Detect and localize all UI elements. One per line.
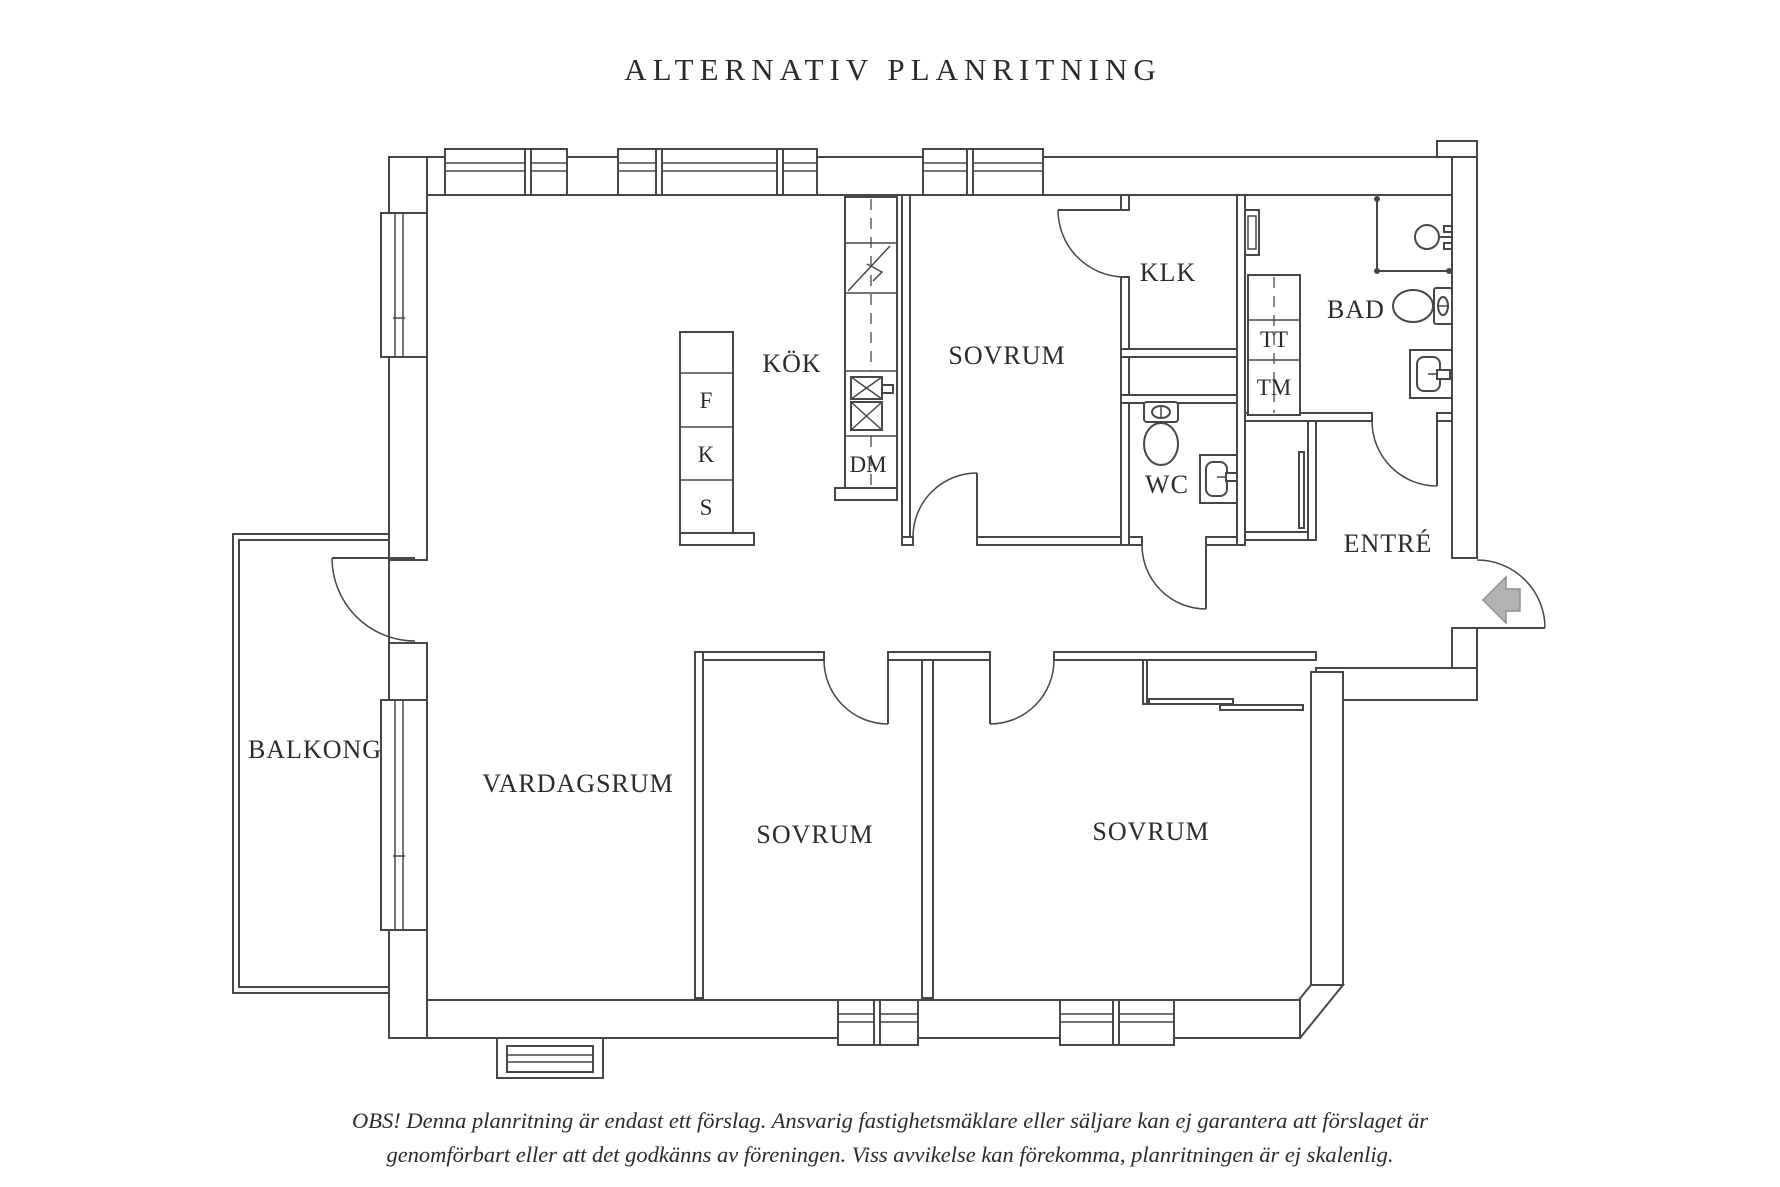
stove-icon — [847, 245, 891, 292]
window-top-3 — [922, 148, 1044, 196]
room-label-entre: ENTRÉ — [1344, 529, 1433, 558]
bedroom-right-closet — [1142, 659, 1304, 711]
bedroom-left-door — [823, 659, 889, 725]
disclaimer-line-1: OBS! Denna planritning är endast ett för… — [352, 1108, 1428, 1133]
window-top-1 — [444, 148, 568, 196]
appliance-label-f: F — [700, 388, 713, 413]
wc-door — [1141, 544, 1207, 610]
bedroom-top-door — [912, 472, 978, 538]
wc-sink-icon — [1199, 454, 1238, 504]
room-label-wc: WC — [1145, 470, 1189, 499]
room-label-sovrum-left: SOVRUM — [756, 820, 873, 849]
bad-toilet-icon — [1392, 287, 1453, 325]
appliance-label-k: K — [698, 442, 715, 467]
appliance-label-dm: DM — [849, 452, 886, 477]
entry-door — [1476, 559, 1546, 629]
appliance-label-tt: TT — [1260, 327, 1288, 352]
bad-door — [1371, 420, 1438, 487]
ventilation-shaft — [1244, 209, 1260, 256]
window-top-2 — [617, 148, 818, 196]
window-bottom-2 — [837, 999, 919, 1046]
laundry-column — [1247, 274, 1301, 416]
window-bottom-bay — [496, 1037, 604, 1079]
balcony-door — [331, 557, 416, 642]
page-title: ALTERNATIV PLANRITNING — [624, 52, 1162, 87]
window-left-upper — [380, 212, 428, 358]
window-bottom-3 — [1059, 999, 1175, 1046]
shower-icon — [1374, 196, 1453, 274]
appliance-label-s: S — [700, 495, 713, 520]
kitchen-counter — [834, 196, 898, 501]
interior-walls — [694, 194, 1453, 999]
room-label-klk: KLK — [1140, 258, 1196, 287]
room-label-kok: KÖK — [762, 349, 821, 378]
wc-toilet-icon — [1143, 401, 1179, 466]
entry-arrow-icon — [1481, 575, 1521, 625]
klk-door — [1057, 209, 1126, 278]
kitchen-cabinet-column — [679, 331, 755, 546]
window-left-lower — [380, 699, 428, 931]
room-label-balkong: BALKONG — [248, 735, 382, 764]
room-label-vardagsrum: VARDAGSRUM — [482, 769, 674, 798]
room-label-sovrum-right: SOVRUM — [1092, 817, 1209, 846]
appliance-label-tm: TM — [1257, 375, 1292, 400]
room-label-bad: BAD — [1327, 295, 1385, 324]
sink-icon — [850, 376, 894, 431]
hall-closet-door — [1298, 451, 1305, 529]
room-label-sovrum-top: SOVRUM — [948, 341, 1065, 370]
disclaimer-line-2: genomförbart eller att det godkänns av f… — [386, 1142, 1393, 1167]
bad-sink-icon — [1409, 349, 1453, 399]
bedroom-right-door — [989, 659, 1055, 725]
